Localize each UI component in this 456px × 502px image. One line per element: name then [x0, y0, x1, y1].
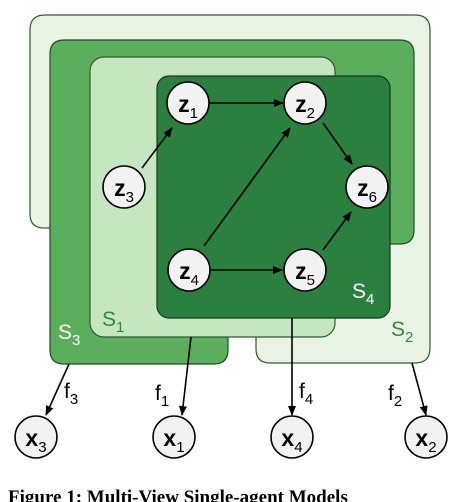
- edge-z3-z1: [141, 127, 173, 169]
- node-z1-circle: [166, 81, 210, 125]
- set-label-s4: S4: [352, 280, 374, 308]
- node-z1: z1: [166, 81, 210, 125]
- node-x4: x4: [270, 415, 314, 459]
- figure-caption-strip: Figure 1: Multi-View Single-agent Models: [0, 488, 456, 502]
- node-x1: x1: [152, 415, 196, 459]
- function-label-f2: f2: [388, 382, 402, 410]
- node-z4-label: z4: [179, 258, 199, 289]
- node-z1-label: z1: [178, 91, 198, 122]
- edge-s2-x2: [411, 362, 428, 416]
- node-x3-circle: [14, 415, 58, 459]
- node-z3-circle: [102, 165, 146, 209]
- edge-s1-x1: [179, 336, 192, 416]
- node-z5-label: z5: [295, 258, 315, 289]
- node-z6-label: z6: [357, 175, 377, 206]
- node-z3: z3: [102, 165, 146, 209]
- figure-caption: Figure 1: Multi-View Single-agent Models: [8, 488, 348, 502]
- node-x4-circle: [270, 415, 314, 459]
- latent-edges: [141, 99, 353, 274]
- diagram-canvas: S4 S1 S3 S2 f3 f1 f4 f2 z1 z2 z3 z4: [14, 14, 448, 459]
- function-label-f1: f1: [155, 382, 169, 410]
- edge-z4-z2: [203, 127, 291, 247]
- set-label-s1: S1: [102, 308, 124, 336]
- node-x3: x3: [14, 415, 58, 459]
- view-edges: [45, 318, 428, 416]
- node-x3-label: x3: [25, 425, 46, 456]
- node-z3-label: z3: [114, 175, 134, 206]
- node-z4: z4: [167, 248, 211, 292]
- node-x2-label: x2: [415, 425, 436, 456]
- node-z5: z5: [283, 248, 327, 292]
- node-z4-circle: [167, 248, 211, 292]
- node-x4-label: x4: [281, 425, 302, 456]
- edge-z5-z6: [322, 211, 352, 251]
- set-label-s3: S3: [58, 321, 80, 349]
- node-x1-label: x1: [163, 425, 184, 456]
- node-x2: x2: [404, 415, 448, 459]
- function-label-f3: f3: [64, 380, 78, 408]
- function-label-f4: f4: [299, 380, 313, 408]
- node-z5-circle: [283, 248, 327, 292]
- node-z6-circle: [345, 165, 389, 209]
- node-z2-label: z2: [295, 91, 315, 122]
- node-x1-circle: [152, 415, 196, 459]
- node-z6: z6: [345, 165, 389, 209]
- node-z2: z2: [283, 81, 327, 125]
- set-label-s2: S2: [391, 318, 413, 346]
- node-z2-circle: [283, 81, 327, 125]
- edge-s3-x3: [45, 363, 70, 416]
- node-x2-circle: [404, 415, 448, 459]
- edge-z2-z6: [322, 122, 353, 165]
